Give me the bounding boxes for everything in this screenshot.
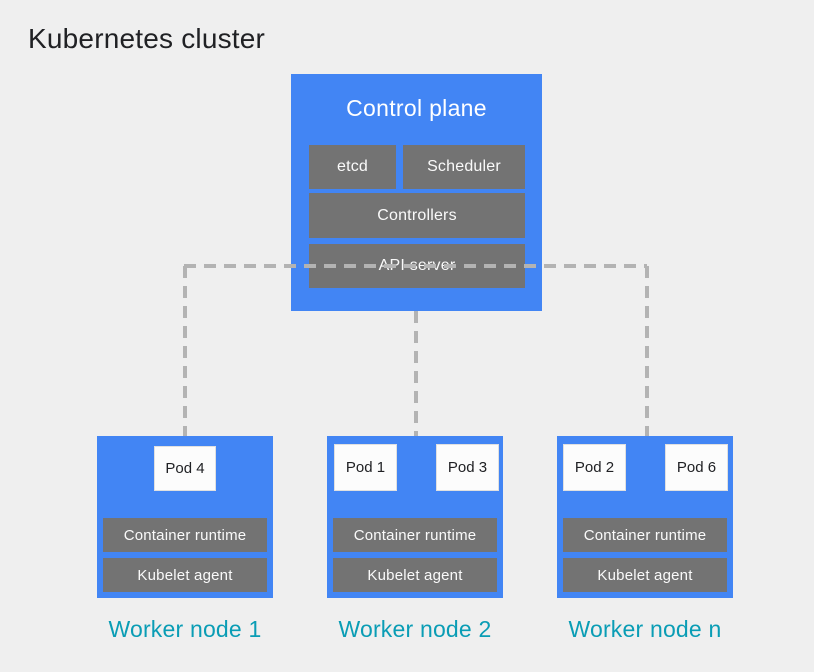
worker-node-2-label: Worker node 2 xyxy=(338,616,492,642)
etcd-box: etcd xyxy=(309,145,396,189)
connector-horizontal-dashed-line xyxy=(184,264,647,268)
connector-worker1-dashed-line xyxy=(183,266,187,436)
pod-4-box: Pod 4 xyxy=(154,446,216,491)
workern-container-runtime-box: Container runtime xyxy=(563,518,727,552)
worker-node-n-label: Worker node n xyxy=(568,616,722,642)
workern-kubelet-agent-box: Kubelet agent xyxy=(563,558,727,592)
connector-worker2-dashed-line xyxy=(414,311,418,436)
worker2-container-runtime-box: Container runtime xyxy=(333,518,497,552)
worker-node-n-box: Pod 2 Pod 6 Container runtime Kubelet ag… xyxy=(557,436,733,598)
control-plane-box: Control plane etcd Scheduler Controllers… xyxy=(291,74,542,311)
pod-6-box: Pod 6 xyxy=(665,444,728,491)
pod-2-box: Pod 2 xyxy=(563,444,626,491)
control-plane-title: Control plane xyxy=(346,95,487,121)
worker1-container-runtime-box: Container runtime xyxy=(103,518,267,552)
diagram-title: Kubernetes cluster xyxy=(28,23,266,54)
worker-node-1-box: Pod 4 Container runtime Kubelet agent xyxy=(97,436,273,598)
pod-1-box: Pod 1 xyxy=(334,444,397,491)
connector-workern-dashed-line xyxy=(645,266,649,436)
worker-node-1-label: Worker node 1 xyxy=(108,616,262,642)
scheduler-box: Scheduler xyxy=(403,145,525,189)
worker2-kubelet-agent-box: Kubelet agent xyxy=(333,558,497,592)
worker1-kubelet-agent-box: Kubelet agent xyxy=(103,558,267,592)
worker-node-2-box: Pod 1 Pod 3 Container runtime Kubelet ag… xyxy=(327,436,503,598)
pod-3-box: Pod 3 xyxy=(436,444,499,491)
controllers-box: Controllers xyxy=(309,193,525,238)
